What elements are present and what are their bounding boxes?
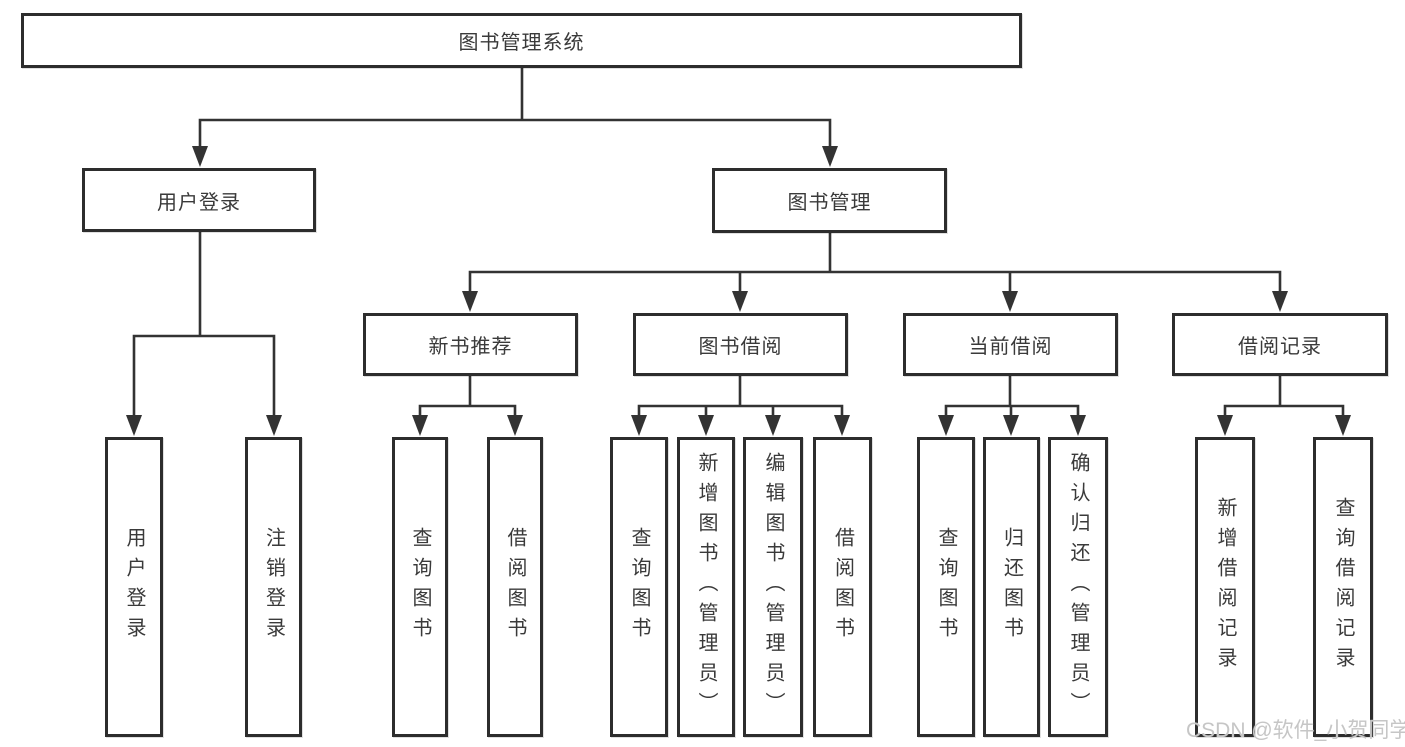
- leaf-add-book-admin: 新增图书（管理员）: [677, 437, 735, 737]
- node-label: 图书管理: [787, 192, 872, 214]
- leaf-label: 借阅图书: [831, 527, 854, 647]
- node-current-borrow: 当前借阅: [903, 313, 1118, 376]
- connector-borrow-records: [1223, 374, 1345, 420]
- leaf-label: 用户登录: [123, 527, 145, 647]
- leaf-label: 确认归还（管理员）: [1067, 452, 1089, 722]
- leaf-label: 查询借阅记录: [1332, 497, 1354, 677]
- connector-current-borrow: [944, 374, 1080, 420]
- leaf-label: 新增图书（管理员）: [695, 452, 717, 722]
- connector-book-management: [468, 231, 1282, 296]
- node-label: 借阅记录: [1238, 336, 1322, 358]
- node-label: 新书推荐: [428, 336, 513, 358]
- leaf-label: 查询图书: [628, 527, 650, 647]
- node-new-book-recommend: 新书推荐: [363, 313, 578, 376]
- connector-book-borrow: [637, 374, 844, 420]
- leaf-label: 查询图书: [935, 527, 957, 647]
- node-label: 用户登录: [157, 191, 241, 214]
- leaf-label: 编辑图书（管理员）: [762, 452, 784, 722]
- node-label: 图书借阅: [698, 336, 783, 358]
- leaf-add-borrow-record: 新增借阅记录: [1195, 437, 1255, 737]
- leaf-confirm-return-admin: 确认归还（管理员）: [1048, 437, 1108, 737]
- leaf-return-book: 归还图书: [983, 437, 1040, 737]
- connector-root: [198, 66, 832, 150]
- leaf-label: 借阅图书: [504, 527, 526, 647]
- node-user-login: 用户登录: [82, 168, 316, 232]
- node-borrow-records: 借阅记录: [1172, 313, 1388, 376]
- leaf-query-books-recommend: 查询图书: [392, 437, 448, 737]
- connector-user-login: [132, 230, 276, 420]
- leaf-label: 注销登录: [262, 527, 285, 647]
- leaf-edit-book-admin: 编辑图书（管理员）: [743, 437, 803, 737]
- leaf-label: 新增借阅记录: [1214, 497, 1236, 677]
- arrowheads: [126, 146, 1351, 436]
- leaf-borrow-books-recommend: 借阅图书: [487, 437, 543, 737]
- leaf-label: 归还图书: [1000, 527, 1023, 647]
- node-library-management-system: 图书管理系统: [21, 13, 1022, 68]
- node-label: 当前借阅: [968, 336, 1053, 358]
- leaf-query-books-borrow: 查询图书: [610, 437, 668, 737]
- leaf-query-books-current: 查询图书: [917, 437, 975, 737]
- leaf-logout: 注销登录: [245, 437, 302, 737]
- leaf-query-borrow-record: 查询借阅记录: [1313, 437, 1373, 737]
- leaf-label: 查询图书: [409, 527, 431, 647]
- leaf-borrow-books: 借阅图书: [813, 437, 872, 737]
- connector-new-book-recommend: [418, 374, 517, 420]
- leaf-user-login: 用户登录: [105, 437, 163, 737]
- node-label: 图书管理系统: [458, 32, 585, 54]
- node-book-borrow: 图书借阅: [633, 313, 848, 376]
- csdn-watermark: CSDN @软件_小贺同学: [1186, 719, 1405, 742]
- node-book-management: 图书管理: [712, 168, 947, 233]
